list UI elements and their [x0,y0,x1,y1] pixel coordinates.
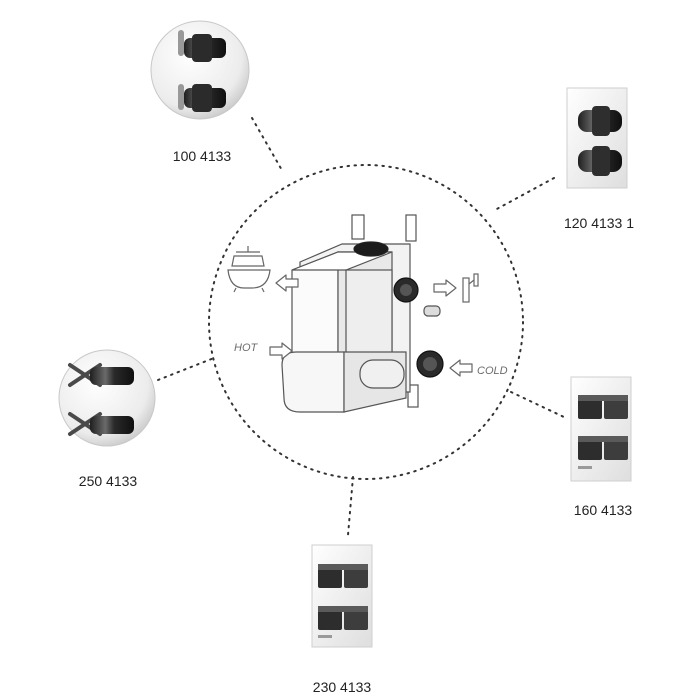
arrow-right-icon [269,342,293,360]
hand-shower-icon [462,273,479,303]
product-code-label: 250 4133 [79,473,138,489]
product-250-4133[interactable] [58,349,156,447]
flow-arrows [269,274,473,377]
product-120-4133-1[interactable] [566,87,628,189]
product-code-label: 230 4133 [313,679,372,695]
square-knob-icon [318,564,368,588]
connector-120 [494,177,555,211]
lever-handle-icon [578,146,622,176]
hot-inlet-label: HOT [234,342,259,354]
square-knob-icon [578,436,628,460]
rect-cover-plate [570,376,632,482]
system-circle [208,164,524,480]
lever-handle-icon [578,106,622,136]
lever-handle-icon [178,30,226,62]
lever-handle-icon [178,84,226,112]
arrow-left-icon [275,274,299,292]
brand-mark [318,635,332,638]
connector-lines [157,117,567,536]
connector-160 [510,391,567,419]
handle-body [90,367,134,385]
connector-250 [157,357,215,381]
product-code-label: 100 4133 [173,148,232,164]
connector-230 [347,476,354,536]
product-code-label: 160 4133 [574,502,633,518]
product-160-4133[interactable] [570,376,632,482]
handle-body [90,416,134,434]
product-code-label: 120 4133 1 [564,215,634,231]
arrow-left-icon [449,359,473,377]
rect-cover-plate [311,544,373,648]
connector-100 [251,117,284,173]
bathtub-overhead-shower-icon [227,246,271,293]
product-230-4133[interactable] [311,544,373,648]
product-100-4133[interactable] [150,20,250,120]
concealed-valve-body [281,214,444,413]
square-knob-icon [578,395,628,419]
cold-inlet-label: COLD [477,365,508,377]
brand-mark [578,466,592,469]
square-knob-icon [318,606,368,630]
arrow-right-icon [433,279,457,297]
